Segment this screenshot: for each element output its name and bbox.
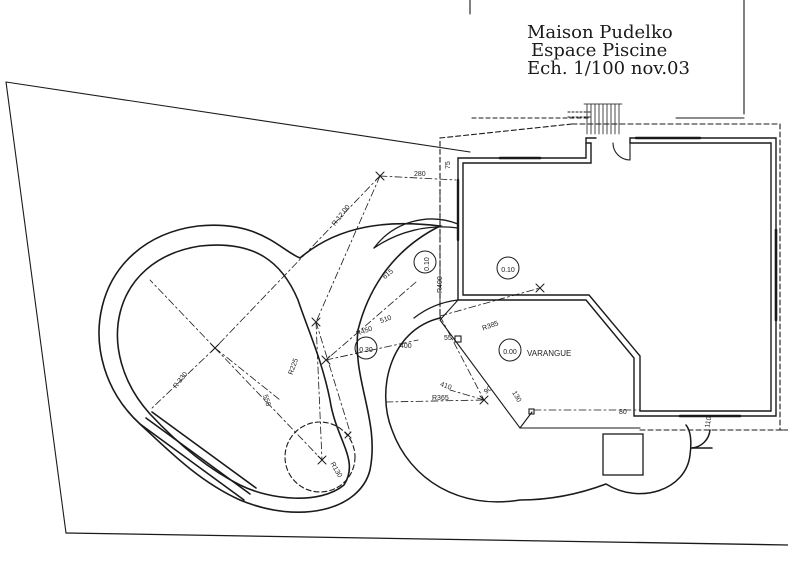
title-line-3: Ech. 1/100 nov.03 <box>527 58 690 79</box>
level-varangue: 0.00 <box>503 349 517 356</box>
level-terrace-left: 0.10 <box>424 257 431 271</box>
dim-410: 410 <box>439 381 452 392</box>
dim-r385: R385 <box>481 320 499 332</box>
level-house: 0.10 <box>501 267 515 274</box>
dim-130: 130 <box>510 390 522 404</box>
dim-r365: R365 <box>432 395 449 402</box>
equipment-square <box>602 433 644 476</box>
pool-outline <box>98 222 443 513</box>
dim-615: 615 <box>381 268 395 281</box>
entrance-steps <box>583 103 623 135</box>
house-walls <box>456 136 778 418</box>
room-label-varangue: VARANGUE <box>527 349 571 358</box>
dim-90: 90 <box>483 385 494 395</box>
varangue-outline <box>439 299 641 429</box>
dim-400: 400 <box>400 343 412 350</box>
dim-r330: R 330 <box>172 371 189 390</box>
dim-555: 555 <box>261 394 271 407</box>
terrace-left-circle <box>373 218 459 319</box>
dim-80: 80 <box>619 409 627 416</box>
title-line-1: Maison Pudelko <box>527 22 673 43</box>
dim-r1200: R 12.00 <box>331 204 352 228</box>
center-points <box>210 171 545 465</box>
dim-55: 55 <box>444 335 452 342</box>
house-setback-dashed <box>439 123 788 431</box>
dim-280: 280 <box>414 171 426 178</box>
door-swing <box>612 142 631 161</box>
dim-75: 75 <box>445 161 452 169</box>
dim-r130: R130 <box>329 461 343 479</box>
dim-r400: R400 <box>437 276 444 293</box>
construction-lines <box>149 175 641 461</box>
dim-510: 510 <box>379 315 392 326</box>
dim-r225: R225 <box>288 358 300 376</box>
title-line-2: Espace Piscine <box>531 40 668 61</box>
dim-110: 110 <box>704 416 713 428</box>
level-markers <box>354 250 522 362</box>
level-pool-deck: 0.30 <box>359 347 373 354</box>
site-boundary <box>5 0 788 546</box>
